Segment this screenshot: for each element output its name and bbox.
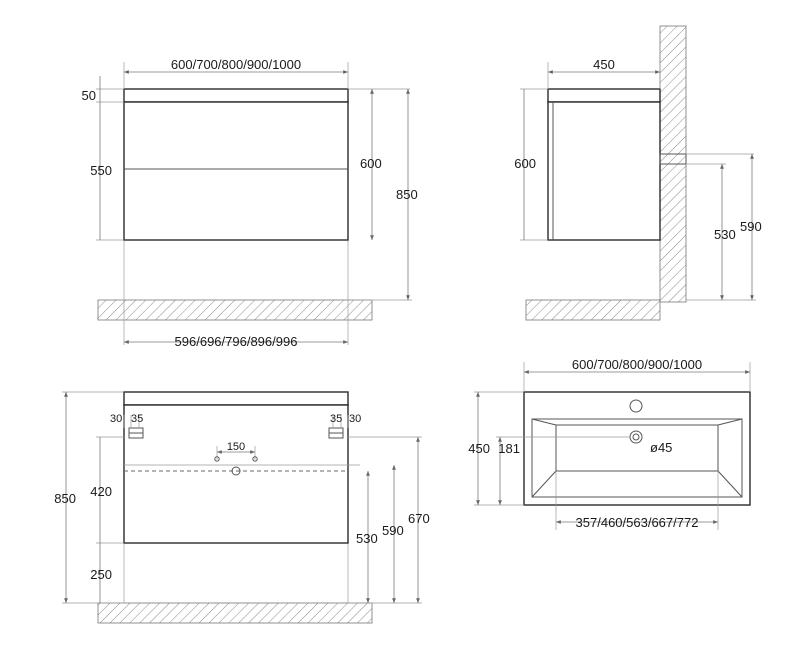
side-view: 450 600 530 590 [514,25,762,321]
mount-countertop [123,391,349,406]
front-inner-width-label: 596/696/796/896/996 [175,334,298,349]
front-drawer-label: 550 [90,163,112,178]
side-pipe-upper-label: 590 [740,219,762,234]
sink-view: ø45 600/700/800/900/1000 450 181 357/460… [468,357,751,530]
cabinet-body [123,101,349,241]
drain-hole [231,466,241,476]
mount-right-a-label: 35 [330,413,342,425]
side-depth-label: 450 [593,57,615,72]
mount-view: 30 35 35 30 150 850 420 250 530 590 670 [54,391,430,624]
side-height-label: 600 [514,156,536,171]
mount-body [123,404,349,544]
sink-drain-offset-label: 181 [498,441,520,456]
mount-floor-hatch [97,602,373,624]
sink-drain-label: ø45 [650,440,672,455]
floor-hatch [97,299,373,321]
mount-spacing-label: 150 [227,441,245,453]
faucet-hole [629,399,643,413]
side-countertop [547,88,661,103]
drain-pipe [659,153,687,165]
mount-upper-label: 420 [90,484,112,499]
mount-total-label: 850 [54,491,76,506]
mount-670-label: 670 [408,511,430,526]
mount-left-a-label: 30 [110,413,122,425]
mount-right-b-label: 30 [349,413,361,425]
front-view: 600/700/800/900/1000 50 550 600 850 596/… [82,57,418,349]
sink-outline [523,391,751,506]
front-width-label: 600/700/800/900/1000 [171,57,301,72]
left-pipe-hole [214,456,220,462]
sink-drain-inner [632,433,640,441]
side-body [547,101,661,241]
sink-width-label: 600/700/800/900/1000 [572,357,702,372]
sink-bowl-width-label: 357/460/563/667/772 [576,515,699,530]
mount-530-label: 530 [356,531,378,546]
front-total-label: 850 [396,187,418,202]
right-pipe-hole [252,456,258,462]
side-pipe-lower-label: 530 [714,227,736,242]
countertop [123,88,349,103]
mount-590-label: 590 [382,523,404,538]
front-body-label: 600 [360,156,382,171]
front-top-label: 50 [82,88,96,103]
mount-left-b-label: 35 [131,413,143,425]
sink-depth-label: 450 [468,441,490,456]
side-floor-hatch [525,299,661,321]
mount-lower-label: 250 [90,567,112,582]
